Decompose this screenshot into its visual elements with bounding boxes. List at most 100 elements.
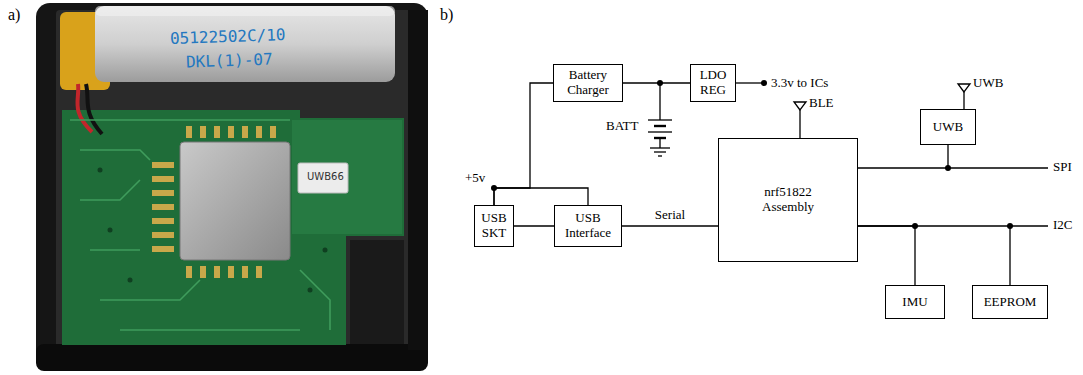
pad: [186, 126, 192, 138]
box-text: EEPROM: [984, 295, 1037, 310]
wire: [494, 188, 588, 205]
box-text: LDO REG: [694, 68, 732, 98]
wire: [858, 145, 948, 168]
connectors: [494, 83, 1010, 285]
terminal-dot: [761, 80, 767, 86]
panel-label: a): [8, 6, 20, 24]
box-text: USB Interface: [558, 211, 618, 241]
pcb: [62, 110, 404, 345]
antenna-symbol: [958, 84, 970, 92]
imu-box: IMU: [885, 285, 945, 319]
pad: [152, 190, 174, 196]
enclosure-side: [408, 10, 428, 350]
supply-label: 3.3v to ICs: [771, 76, 828, 90]
via: [323, 248, 328, 253]
box-text: UWB: [933, 120, 963, 135]
uwb-chip: [298, 163, 348, 193]
via: [128, 278, 133, 283]
bus-label: I2C: [1053, 218, 1073, 232]
black-wire: [86, 84, 102, 134]
shield-can: [180, 142, 290, 260]
wire: [494, 83, 553, 205]
bus-label: SPI: [1053, 160, 1072, 174]
uwb-box: UWB: [920, 109, 976, 145]
socket-box: USB SKT: [474, 205, 514, 247]
battery-plate: [648, 119, 672, 120]
pad: [200, 126, 206, 138]
pad: [152, 218, 174, 224]
eeprom-box: EEPROM: [972, 285, 1048, 319]
via: [108, 228, 113, 233]
box-text: Battery Charger: [557, 68, 619, 98]
trace: [80, 150, 150, 160]
via: [98, 168, 103, 173]
pad: [242, 126, 248, 138]
pad: [200, 266, 206, 278]
pcb-traces: [70, 120, 330, 330]
signal-label: Serial: [653, 208, 687, 222]
panel-label: b): [440, 6, 453, 24]
wire: [858, 226, 1010, 285]
pad: [270, 126, 276, 138]
antenna-stem: [963, 92, 964, 109]
device-photo: [36, 3, 428, 371]
box-text: IMU: [902, 295, 927, 310]
trace: [300, 270, 330, 330]
pad: [186, 266, 192, 278]
pad: [214, 126, 220, 138]
pad: [152, 162, 174, 168]
trace: [120, 329, 300, 331]
vias: [98, 168, 328, 293]
battery-cell: [95, 6, 395, 82]
supply-wire: [735, 82, 762, 83]
battery-plate: [654, 125, 666, 127]
pad: [256, 266, 262, 278]
ground-wire: [659, 138, 660, 148]
trace: [100, 280, 200, 300]
pad: [152, 246, 174, 252]
ground-symbol: [654, 151, 666, 152]
pcb-antenna-area: [292, 120, 402, 234]
antenna-symbol: [794, 102, 806, 110]
pad: [242, 266, 248, 278]
pad: [152, 176, 174, 182]
pad: [256, 126, 262, 138]
charger-box: Battery Charger: [553, 64, 623, 102]
battery-marking: DKL(1)-07: [186, 50, 273, 71]
pad: [152, 204, 174, 210]
interface-box: USB Interface: [554, 205, 622, 247]
ground-symbol: [658, 155, 662, 156]
battery-label: BATT: [606, 119, 639, 133]
pad: [228, 266, 234, 278]
trace: [80, 180, 140, 200]
battery-marking: 05122502C/10: [170, 26, 286, 48]
via: [308, 288, 313, 293]
mcu-box: nrf51822 Assembly: [718, 138, 858, 262]
pad: [228, 126, 234, 138]
wire: [622, 225, 718, 226]
pad: [214, 266, 220, 278]
ground-symbol: [650, 147, 670, 148]
enclosure-lip: [36, 344, 428, 371]
spi-bus: [948, 167, 1048, 168]
cutout: [350, 240, 404, 344]
chip-marking: UWB66: [307, 171, 344, 182]
battery-wire: [659, 83, 660, 120]
box-text: USB SKT: [478, 211, 510, 241]
antenna-label: BLE: [809, 96, 834, 110]
antenna-label: UWB: [973, 76, 1003, 90]
enclosure: [36, 3, 428, 371]
regulator-box: LDO REG: [690, 64, 736, 102]
pad: [152, 232, 174, 238]
box-text: nrf51822 Assembly: [753, 185, 823, 215]
battery-highlight: [95, 6, 395, 16]
wire: [623, 82, 690, 83]
wire: [858, 226, 915, 285]
i2c-bus: [1010, 225, 1048, 226]
antenna-stem: [799, 110, 800, 138]
supply-label: +5v: [465, 171, 485, 185]
wire: [514, 225, 554, 226]
trace: [70, 119, 290, 121]
